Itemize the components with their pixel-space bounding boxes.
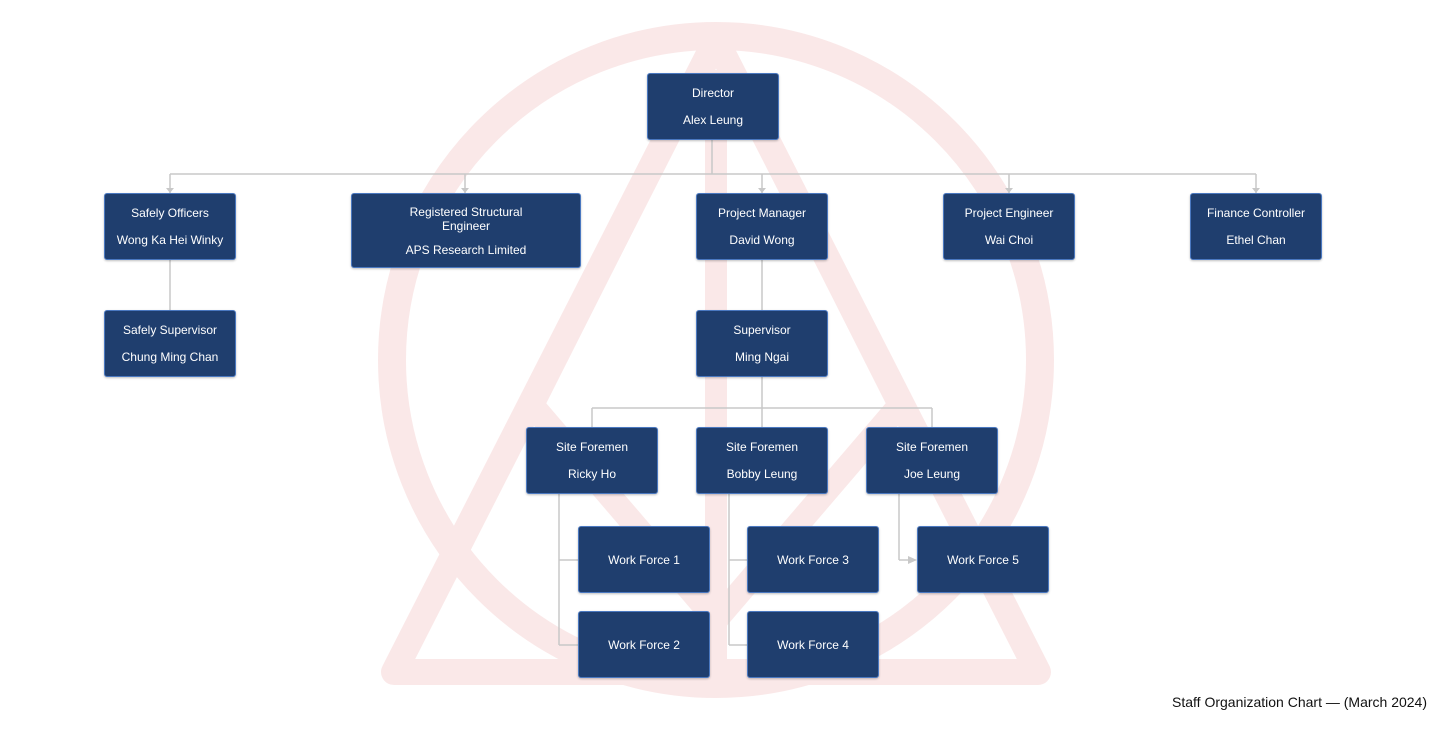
project-engineer-name: Wai Choi (984, 233, 1034, 247)
finance-controller-box: Finance Controller Ethel Chan (1190, 193, 1322, 260)
finance-controller-role: Finance Controller (1206, 206, 1306, 220)
site-foreman-box-1: Site Foremen Ricky Ho (526, 427, 658, 494)
site-foreman-role-1: Site Foremen (555, 440, 629, 454)
safety-officers-name: Wong Ka Hei Winky (116, 233, 224, 247)
project-manager-name: David Wong (729, 233, 795, 247)
supervisor-name: Ming Ngai (734, 350, 790, 364)
work-force-label-1: Work Force 1 (608, 552, 680, 567)
site-foreman-role-3: Site Foremen (895, 440, 969, 454)
safety-supervisor-box: Safely Supervisor Chung Ming Chan (104, 310, 236, 377)
project-manager-box: Project Manager David Wong (696, 193, 828, 260)
site-foreman-name-2: Bobby Leung (726, 467, 798, 481)
structural-engineer-name: APS Research Limited (405, 242, 527, 257)
site-foreman-box-2: Site Foremen Bobby Leung (696, 427, 828, 494)
project-engineer-role: Project Engineer (964, 206, 1054, 220)
director-role: Director (691, 86, 734, 100)
project-manager-role: Project Manager (717, 206, 807, 220)
work-force-box-2: Work Force 2 (578, 611, 710, 678)
supervisor-box: Supervisor Ming Ngai (696, 310, 828, 377)
work-force-box-1: Work Force 1 (578, 526, 710, 593)
structural-engineer-role: Registered Structural Engineer (409, 204, 523, 233)
supervisor-role: Supervisor (733, 323, 791, 337)
work-force-box-4: Work Force 4 (747, 611, 879, 678)
work-force-label-4: Work Force 4 (777, 637, 849, 652)
finance-controller-name: Ethel Chan (1226, 233, 1286, 247)
work-force-label-5: Work Force 5 (947, 552, 1019, 567)
director-name: Alex Leung (682, 113, 744, 127)
work-force-box-5: Work Force 5 (917, 526, 1049, 593)
safety-supervisor-role: Safely Supervisor (122, 323, 218, 337)
structural-engineer-box: Registered Structural Engineer APS Resea… (351, 193, 581, 268)
work-force-label-3: Work Force 3 (777, 552, 849, 567)
site-foreman-box-3: Site Foremen Joe Leung (866, 427, 998, 494)
work-force-box-3: Work Force 3 (747, 526, 879, 593)
project-engineer-box: Project Engineer Wai Choi (943, 193, 1075, 260)
safety-officers-role: Safely Officers (131, 206, 209, 220)
site-foreman-name-1: Ricky Ho (567, 467, 616, 481)
site-foreman-role-2: Site Foremen (725, 440, 799, 454)
site-foreman-name-3: Joe Leung (903, 467, 961, 481)
safety-officers-box: Safely Officers Wong Ka Hei Winky (104, 193, 236, 260)
chart-caption: Staff Organization Chart — (March 2024) (1172, 694, 1427, 710)
work-force-label-2: Work Force 2 (608, 637, 680, 652)
safety-supervisor-name: Chung Ming Chan (121, 350, 219, 364)
director-box: Director Alex Leung (647, 73, 779, 140)
